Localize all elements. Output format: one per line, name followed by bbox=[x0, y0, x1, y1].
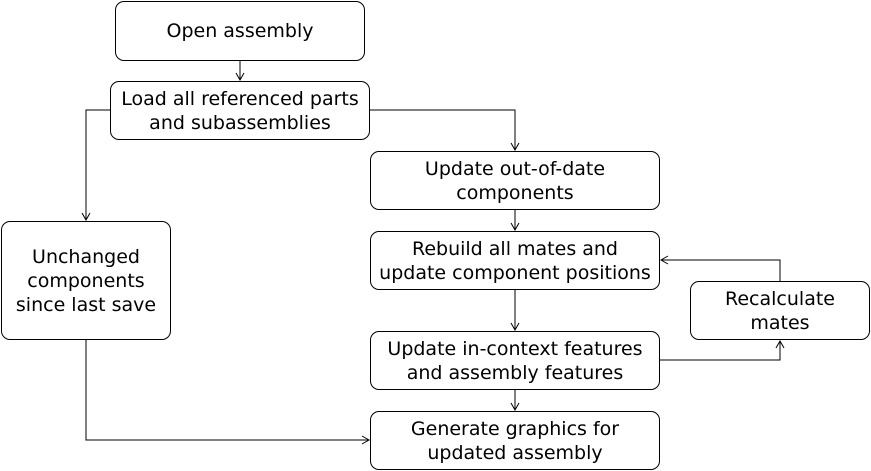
node-update-in-context-features: Update in-context features and assembly … bbox=[370, 331, 660, 390]
node-unchanged-components: Unchanged components since last save bbox=[1, 221, 171, 340]
node-generate-graphics: Generate graphics for updated assembly bbox=[370, 411, 660, 470]
edge-recalc-to-rebuild bbox=[659, 255, 781, 281]
edge-load-to-unchanged bbox=[81, 109, 110, 222]
node-open-assembly: Open assembly bbox=[115, 1, 365, 61]
edge-incontext-to-recalc bbox=[660, 339, 785, 361]
node-update-out-of-date-components: Update out-of-date components bbox=[370, 151, 660, 210]
node-recalculate-mates: Recalculate mates bbox=[690, 281, 870, 340]
edge-unchanged-to-graphics bbox=[85, 340, 371, 445]
node-load-referenced-parts: Load all referenced parts and subassembl… bbox=[110, 81, 370, 140]
node-rebuild-mates: Rebuild all mates and update component p… bbox=[370, 231, 660, 290]
edge-load-to-update bbox=[370, 109, 520, 152]
